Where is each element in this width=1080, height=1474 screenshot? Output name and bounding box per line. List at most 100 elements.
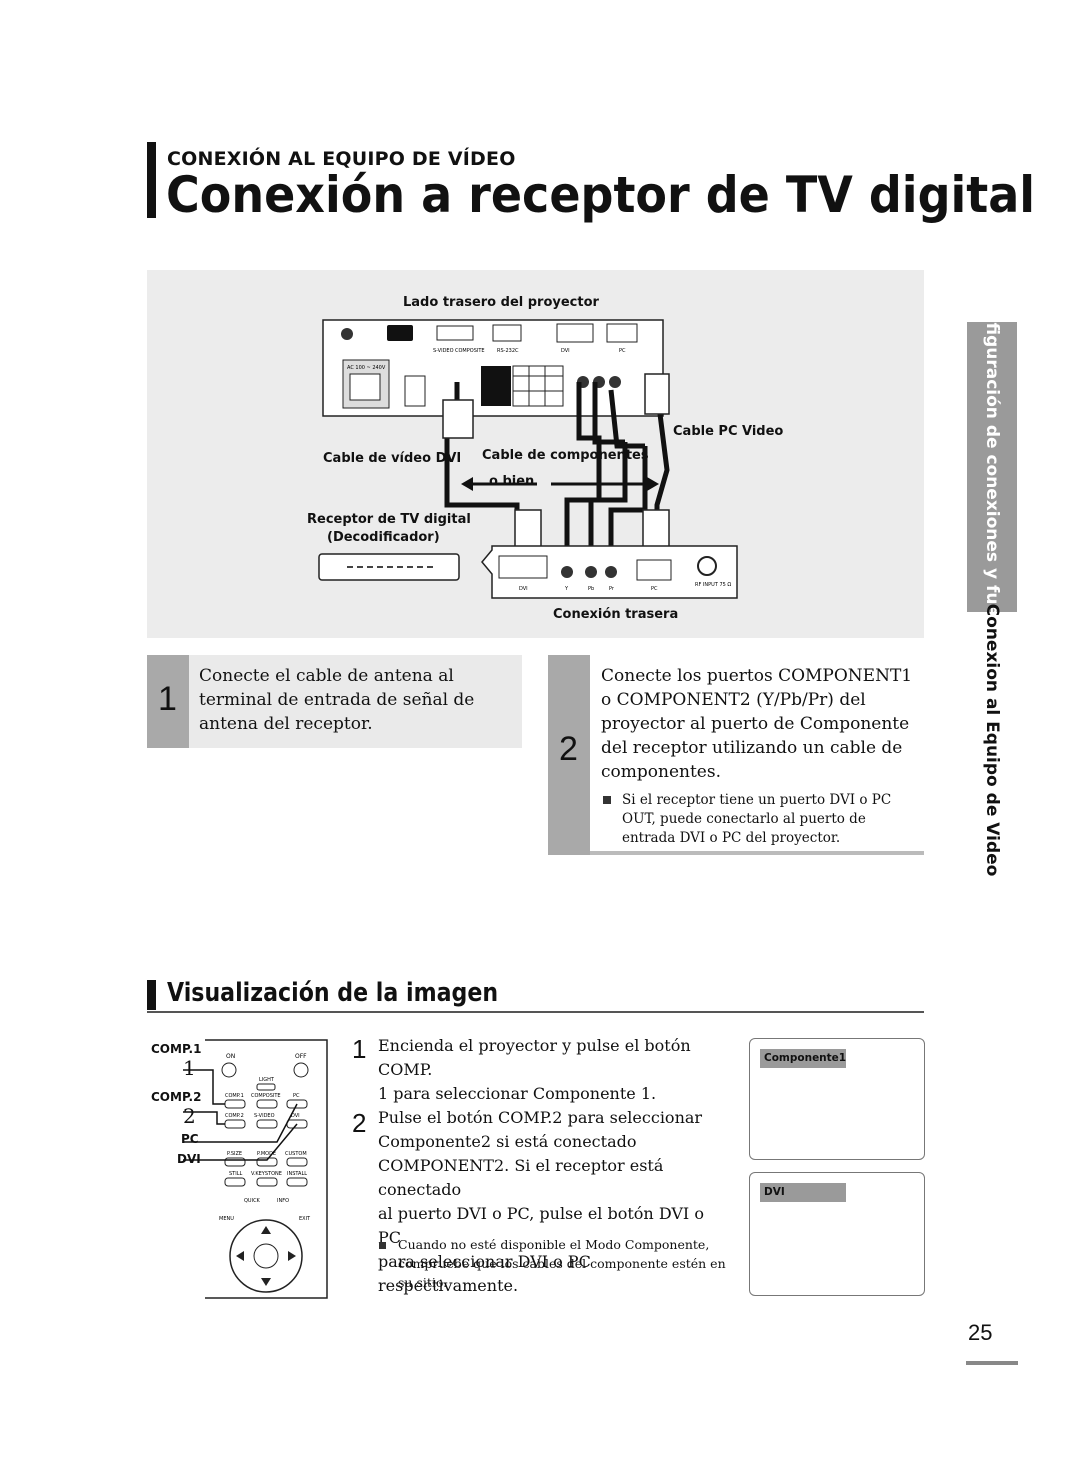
section-title: Visualización de la imagen xyxy=(167,978,499,1008)
port-label-dvi: DVI xyxy=(561,348,570,354)
vis-step-2-number: 2 xyxy=(352,1108,367,1138)
receiver-sublabel: (Decodificador) xyxy=(327,530,440,545)
vis-step-2-line: Componente2 si está conectado xyxy=(378,1132,637,1151)
remote-control-figure: ON OFF LIGHT COMP.1 COMPOSITE PC COMP.2 … xyxy=(147,1036,332,1306)
connection-diagram: S-VIDEO COMPOSITE RS-232C DVI PC AC 100 … xyxy=(147,270,924,638)
port-label-pc: PC xyxy=(619,348,626,354)
vis-note-line: su sitio. xyxy=(398,1275,448,1290)
step-2-note-line: entrada DVI o PC del proyector. xyxy=(622,830,841,846)
step-1-number: 1 xyxy=(158,680,177,718)
vis-step-2-line: Pulse el botón COMP.2 para seleccionar xyxy=(378,1108,703,1127)
step-2-line: componentes. xyxy=(601,762,721,782)
vis-step-2-line: COMPONENT2. Si el receptor está conectad… xyxy=(378,1156,664,1199)
cable-dvi-label: Cable de vídeo DVI xyxy=(323,451,462,466)
remote-pmode-key: P.MODE xyxy=(257,1151,276,1157)
remote-comp2-label: COMP.2 xyxy=(151,1090,202,1104)
remote-psize-key: P.SIZE xyxy=(227,1151,242,1157)
vis-note-line: compruebe que los cables del componente … xyxy=(398,1256,726,1271)
step-2-line: o COMPONENT2 (Y/Pb/Pr) del xyxy=(601,690,866,710)
side-tab-label: Configuración de conexiones y fuente xyxy=(982,286,1002,648)
rx-port-dvi: DVI xyxy=(519,586,528,592)
port-label-composite: COMPOSITE xyxy=(455,348,485,354)
remote-quick-key: QUICK xyxy=(244,1198,261,1204)
remote-comp1-key: COMP.1 xyxy=(225,1093,244,1099)
rear-connection-label: Conexión trasera xyxy=(553,607,679,622)
vis-step-1-number: 1 xyxy=(352,1034,367,1064)
rx-port-pb: Pb xyxy=(588,586,594,592)
step-2-box xyxy=(548,655,924,855)
page-number-rule xyxy=(966,1361,1018,1365)
remote-light-label: LIGHT xyxy=(259,1077,275,1083)
step-2-note: Si el receptor tiene un puerto DVI o PC … xyxy=(622,791,918,848)
remote-still-key: STILL xyxy=(229,1171,242,1177)
power-label: AC 100 ~ 240V xyxy=(347,365,386,371)
vis-note: Cuando no esté disponible el Modo Compon… xyxy=(398,1235,728,1292)
page-title: Conexión a receptor de TV digital xyxy=(166,166,1036,224)
title-marker xyxy=(147,142,156,218)
remote-pc-label: PC xyxy=(181,1132,199,1146)
bullet-icon xyxy=(379,1242,386,1249)
step-1-number-band xyxy=(147,655,189,748)
remote-off-label: OFF xyxy=(295,1053,307,1060)
step-1-line: terminal de entrada de señal de xyxy=(199,690,475,710)
step-2-line: Conecte los puertos COMPONENT1 xyxy=(601,666,913,686)
rx-port-y: Y xyxy=(564,586,569,592)
step-2-text: Conecte los puertos COMPONENT1 o COMPONE… xyxy=(601,664,921,784)
osd-label-component: Componente1 xyxy=(760,1049,846,1068)
or-label: o bien xyxy=(489,474,535,489)
remote-num-1: 1 xyxy=(183,1056,196,1080)
remote-custom-key: CUSTOM xyxy=(285,1151,307,1157)
vis-step-1-text: Encienda el proyector y pulse el botón C… xyxy=(378,1034,728,1106)
remote-install-key: INSTALL xyxy=(287,1171,307,1177)
step-1-line: antena del receptor. xyxy=(199,714,373,734)
port-label-rs232c: RS-232C xyxy=(497,348,519,354)
step-1-box xyxy=(147,655,522,748)
receiver-label: Receptor de TV digital xyxy=(307,512,471,527)
remote-dvi-key: DVI xyxy=(291,1113,300,1119)
bullet-icon xyxy=(603,796,611,804)
osd-screen-component: Componente1 xyxy=(749,1038,925,1160)
connection-diagram-drawing: S-VIDEO COMPOSITE RS-232C DVI PC AC 100 … xyxy=(318,319,738,599)
side-tab-section: Configuración de conexiones y fuente xyxy=(967,286,1017,648)
projector-back-label: Lado trasero del proyector xyxy=(403,295,599,310)
remote-svideo-key: S-VIDEO xyxy=(254,1113,275,1119)
rx-port-pr: Pr xyxy=(609,586,615,592)
remote-num-2: 2 xyxy=(183,1104,196,1128)
cable-pc-label: Cable PC Video xyxy=(673,424,784,439)
step-2-number: 2 xyxy=(559,730,578,768)
step-2-number-band xyxy=(548,655,590,855)
step-2-note-line: Si el receptor tiene un puerto DVI o PC xyxy=(622,792,892,808)
section-rule xyxy=(147,1011,924,1013)
osd-screen-dvi: DVI xyxy=(749,1172,925,1296)
vis-step-1-line: Encienda el proyector y pulse el botón C… xyxy=(378,1036,691,1079)
remote-menu-key: MENU xyxy=(219,1216,234,1222)
vis-step-2-line: para seleccionar DVI o PC respectivament… xyxy=(378,1252,591,1295)
side-sub-label: Conexion al Equipo de Video xyxy=(982,603,1002,877)
osd-label-dvi: DVI xyxy=(760,1183,846,1202)
remote-pc-key: PC xyxy=(293,1093,300,1099)
remote-dvi-label: DVI xyxy=(177,1152,201,1166)
remote-on-label: ON xyxy=(226,1053,235,1060)
step-1-line: Conecte el cable de antena al xyxy=(199,666,454,686)
cable-component-label: Cable de componentes xyxy=(482,448,649,463)
remote-comp2-key: COMP.2 xyxy=(225,1113,244,1119)
section-label: CONEXIÓN AL EQUIPO DE VÍDEO xyxy=(167,148,516,170)
step-1-text: Conecte el cable de antena al terminal d… xyxy=(199,664,519,736)
step-2-note-line: OUT, puede conectarlo al puerto de xyxy=(622,811,866,827)
remote-vkeystone-key: V.KEYSTONE xyxy=(251,1171,282,1177)
step-2-line: proyector al puerto de Componente xyxy=(601,714,910,734)
remote-comp1-label: COMP.1 xyxy=(151,1042,202,1056)
port-label-svideo: S-VIDEO xyxy=(433,348,454,354)
rx-port-rf: RF INPUT 75 Ω xyxy=(695,582,731,588)
remote-exit-key: EXIT xyxy=(299,1216,311,1222)
page-number: 25 xyxy=(968,1320,993,1345)
remote-info-key: INFO xyxy=(277,1198,289,1204)
section-marker xyxy=(147,980,156,1010)
vis-note-line: Cuando no esté disponible el Modo Compon… xyxy=(398,1237,710,1252)
rx-port-pc: PC xyxy=(651,586,658,592)
step-2-line: del receptor utilizando un cable de xyxy=(601,738,903,758)
vis-step-1-line: 1 para seleccionar Componente 1. xyxy=(378,1084,657,1103)
remote-composite-key: COMPOSITE xyxy=(251,1093,281,1099)
side-tab-subsection: Conexion al Equipo de Video xyxy=(967,604,1017,877)
remote-drawing: ON OFF LIGHT COMP.1 COMPOSITE PC COMP.2 … xyxy=(183,1039,328,1299)
